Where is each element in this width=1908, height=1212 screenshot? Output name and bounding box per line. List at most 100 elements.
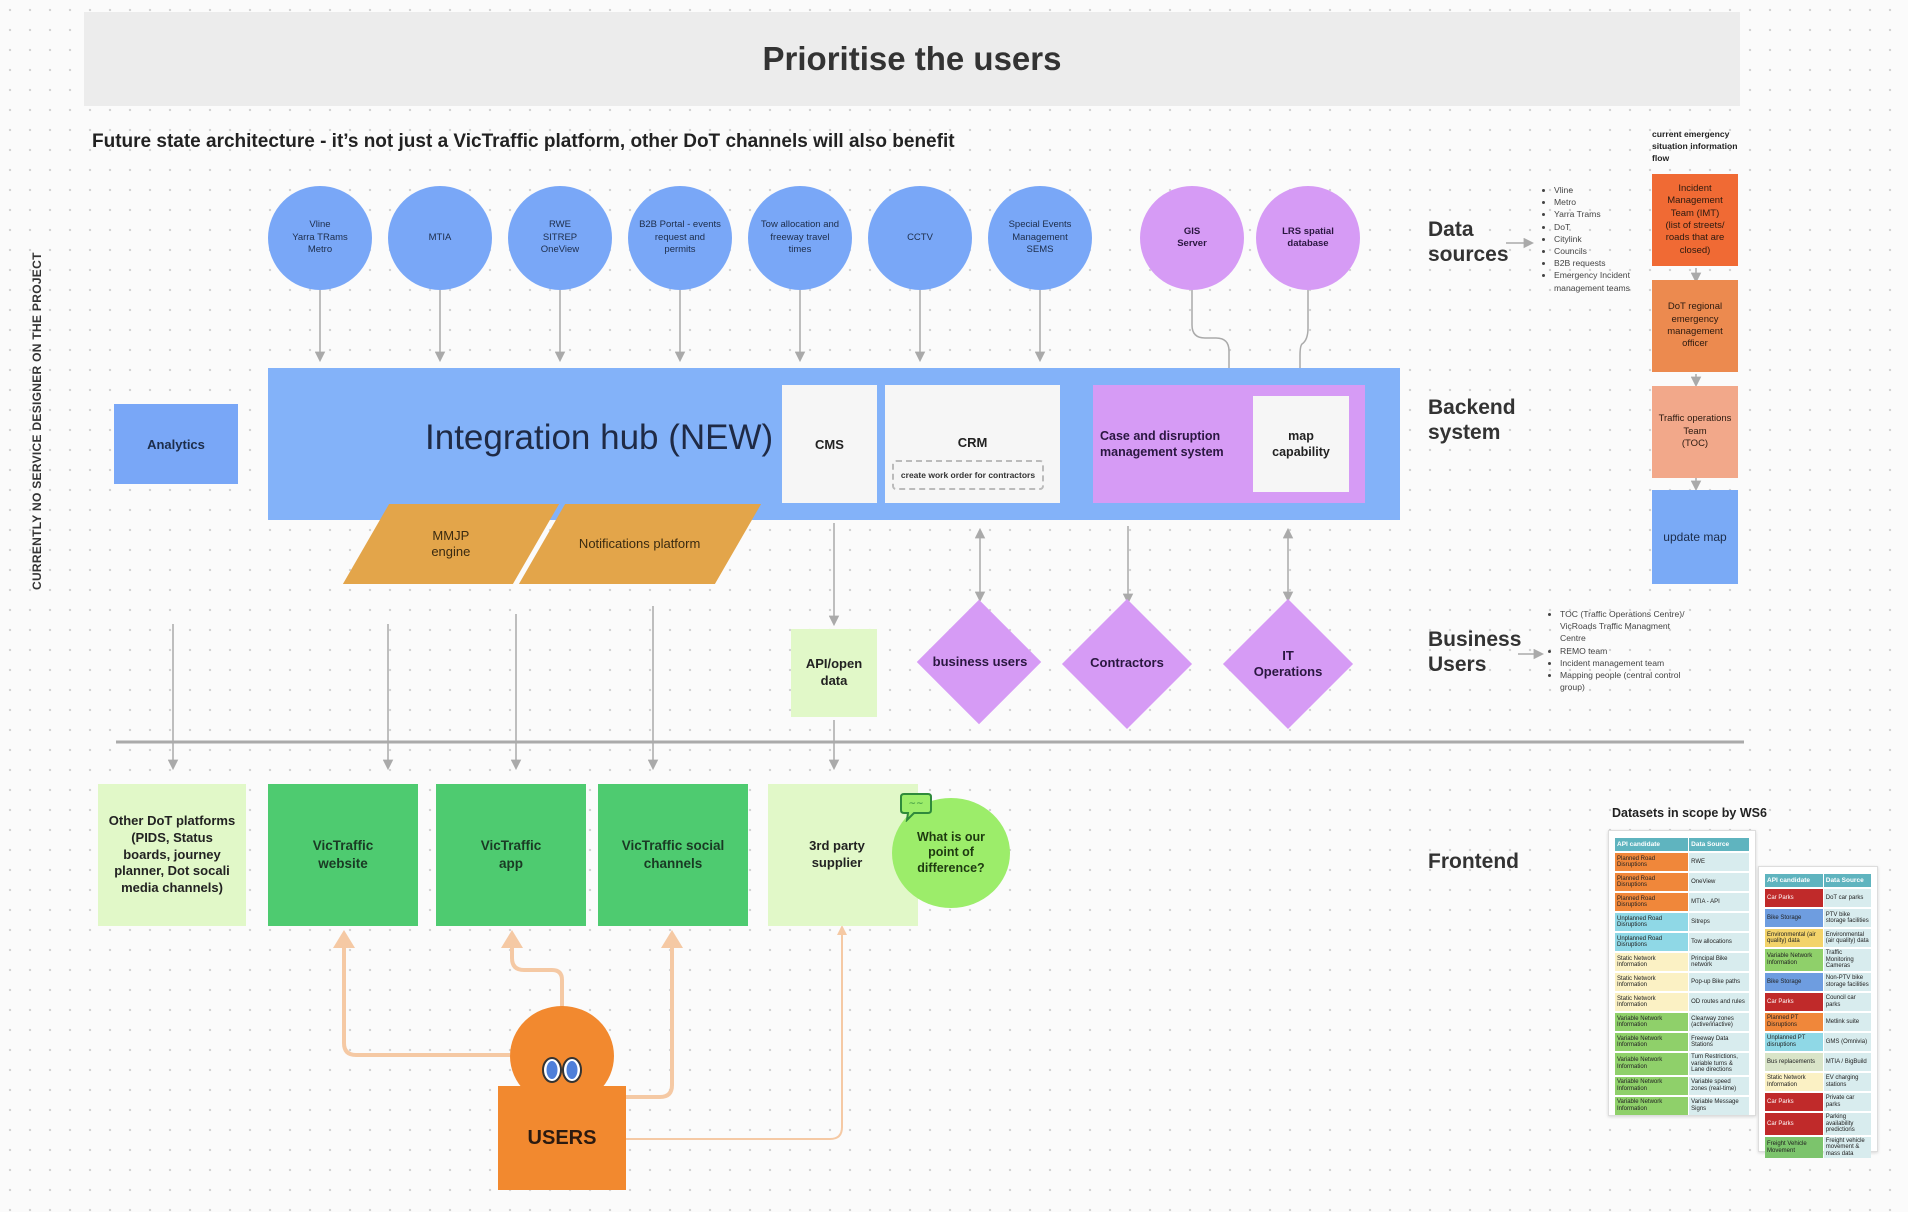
users-box[interactable]: USERS bbox=[498, 1086, 626, 1190]
data-source-cell: Turn Restrictions, variable turns & Lane… bbox=[1689, 1053, 1749, 1075]
api-candidate-cell: Planned PT Disruptions bbox=[1765, 1012, 1823, 1031]
api-candidate-cell: Planned Road Disruptions bbox=[1615, 853, 1689, 872]
victraffic-social-channels[interactable]: VicTraffic social channels bbox=[598, 784, 748, 926]
api-candidate-cell: Variable Network Information bbox=[1615, 1053, 1689, 1075]
api-candidate-cell: Bike Storage bbox=[1765, 909, 1823, 928]
business-users-label: business users bbox=[932, 653, 1028, 669]
api-candidate-cell: Car Parks bbox=[1765, 992, 1823, 1011]
case-management-label: Case and disruption management system bbox=[1100, 429, 1224, 460]
data-source-list-item: Citylink bbox=[1554, 233, 1652, 245]
data-source-cell: MTIA - API bbox=[1689, 893, 1749, 912]
arrow-users-third bbox=[622, 925, 847, 1140]
source-rwe[interactable]: RWE SITREP OneView bbox=[508, 186, 612, 290]
api-open-data[interactable]: API/open data bbox=[791, 629, 877, 717]
victraffic-website[interactable]: VicTraffic website bbox=[268, 784, 418, 926]
emergency-step-dot-officer[interactable]: DoT regional emergency management office… bbox=[1652, 280, 1738, 372]
business-user-list-item: TOC (Traffic Operations Centre)/ VicRoad… bbox=[1560, 608, 1688, 645]
data-source-cell: MTIA / BigBuild bbox=[1823, 1052, 1871, 1071]
source-cctv[interactable]: CCTV bbox=[868, 186, 972, 290]
api-candidate-cell: Freight Vehicle Movement bbox=[1765, 1136, 1823, 1159]
comment-icon[interactable]: ~~ bbox=[900, 792, 932, 827]
data-source-cell: OD routes and rules bbox=[1689, 993, 1749, 1012]
datasets-title: Datasets in scope by WS6 bbox=[1612, 806, 1767, 820]
source-gis[interactable]: GIS Server bbox=[1140, 186, 1244, 290]
data-source-cell: Freeway Data Stations bbox=[1689, 1033, 1749, 1052]
integration-hub-label: Integration hub (NEW) bbox=[425, 418, 774, 457]
source-tow[interactable]: Tow allocation and freeway travel times bbox=[748, 186, 852, 290]
api-candidate-cell: Variable Network Information bbox=[1615, 1096, 1689, 1115]
contractors-label: Contractors bbox=[1090, 654, 1164, 670]
mmjp-engine-label: MMJP engine bbox=[431, 527, 471, 559]
data-source-cell: OneView bbox=[1689, 873, 1749, 892]
api-candidate-cell: Car Parks bbox=[1765, 1112, 1823, 1135]
source-sems[interactable]: Special Events Management SEMS bbox=[988, 186, 1092, 290]
api-candidate-cell: Planned Road Disruptions bbox=[1615, 893, 1689, 912]
emergency-step-imt[interactable]: Incident Management Team (IMT) (list of … bbox=[1652, 174, 1738, 266]
analytics-box[interactable]: Analytics bbox=[114, 404, 238, 484]
crm-box[interactable]: CRM create work order for contractors bbox=[885, 385, 1060, 503]
page-title: Prioritise the users bbox=[762, 40, 1062, 77]
source-b2b[interactable]: B2B Portal - events request and permits bbox=[628, 186, 732, 290]
arrow-gis bbox=[1191, 290, 1235, 385]
page-subtitle: Future state architecture - it’s not jus… bbox=[92, 131, 955, 152]
cms-box[interactable]: CMS bbox=[782, 385, 877, 503]
data-source-cell: Sitreps bbox=[1689, 913, 1749, 932]
data-source-cell: DoT car parks bbox=[1823, 889, 1871, 908]
api-candidate-cell: Unplanned PT disruptions bbox=[1765, 1032, 1823, 1051]
api-candidate-cell: Planned Road Disruptions bbox=[1615, 873, 1689, 892]
other-dot-platforms[interactable]: Other DoT platforms (PIDS, Status boards… bbox=[98, 784, 246, 926]
crm-label: CRM bbox=[957, 435, 988, 450]
data-source-list-item: Vline bbox=[1554, 184, 1652, 196]
source-lrs[interactable]: LRS spatial database bbox=[1256, 186, 1360, 290]
business-user-list-item: REMO team bbox=[1560, 645, 1688, 657]
victraffic-app[interactable]: VicTraffic app bbox=[436, 784, 586, 926]
section-frontend: Frontend bbox=[1428, 850, 1519, 873]
data-source-cell: Variable speed zones (real-time) bbox=[1689, 1076, 1749, 1095]
emergency-step-toc[interactable]: Traffic operations Team (TOC) bbox=[1652, 386, 1738, 478]
arrowhead-app bbox=[501, 930, 523, 948]
data-source-list-item: DoT bbox=[1554, 221, 1652, 233]
title-bar: Prioritise the users bbox=[84, 12, 1740, 106]
data-source-list-item: Councils bbox=[1554, 245, 1652, 257]
source-vline[interactable]: Vline Yarra TRams Metro bbox=[268, 186, 372, 290]
business-user-list-item: Mapping people (central control group) bbox=[1560, 669, 1688, 693]
api-candidate-cell: Environmental (air quality) data bbox=[1765, 929, 1823, 948]
emergency-step-update-map[interactable]: update map bbox=[1652, 490, 1738, 584]
business-user-list: TOC (Traffic Operations Centre)/ VicRoad… bbox=[1548, 608, 1688, 693]
api-candidate-cell: Static Network Information bbox=[1765, 1072, 1823, 1091]
data-source-cell: Clearway zones (active/inactive) bbox=[1689, 1013, 1749, 1032]
section-backend: Backend system bbox=[1428, 396, 1516, 444]
data-source-cell: Council car parks bbox=[1823, 992, 1871, 1011]
api-candidate-cell: Car Parks bbox=[1765, 889, 1823, 908]
business-user-list-item: Incident management team bbox=[1560, 657, 1688, 669]
data-source-cell: Parking availability predictions bbox=[1823, 1112, 1871, 1135]
table-header: API candidate bbox=[1765, 874, 1823, 888]
data-source-cell: Variable Message Signs bbox=[1689, 1096, 1749, 1115]
data-source-cell: PTV bike storage facilities bbox=[1823, 909, 1871, 928]
map-capability-box[interactable]: map capability bbox=[1253, 396, 1349, 492]
data-source-cell: EV charging stations bbox=[1823, 1072, 1871, 1091]
arrow-users-social bbox=[618, 938, 674, 1099]
api-candidate-cell: Static Network Information bbox=[1615, 953, 1689, 972]
source-mtia[interactable]: MTIA bbox=[388, 186, 492, 290]
api-candidate-cell: Variable Network Information bbox=[1615, 1033, 1689, 1052]
data-source-cell: RWE bbox=[1689, 853, 1749, 872]
